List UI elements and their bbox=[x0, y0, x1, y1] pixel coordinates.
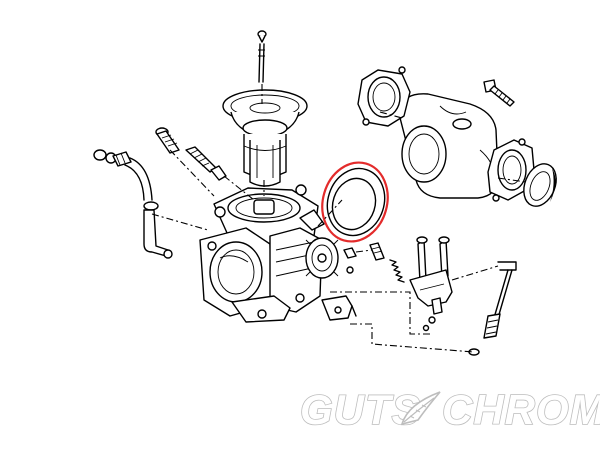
watermark-text-right: CHROME bbox=[442, 386, 600, 433]
throttle-bracket bbox=[321, 295, 357, 321]
leader-lines bbox=[151, 84, 527, 353]
vacuum-slide bbox=[243, 134, 287, 187]
diaphragm-needle bbox=[257, 30, 267, 83]
intake-seal-highlighted bbox=[321, 161, 389, 243]
spring bbox=[389, 259, 405, 283]
feather-icon bbox=[400, 391, 441, 426]
idle-mixture-screw bbox=[185, 146, 227, 181]
manifold-flange-left bbox=[357, 66, 411, 127]
accelerator-pump-assembly bbox=[299, 209, 339, 279]
enrichener-plunger bbox=[369, 242, 385, 261]
manifold-flange-right bbox=[487, 138, 535, 202]
manifold-bolt bbox=[483, 79, 515, 107]
guts-chrome-watermark: GUTS CHROME bbox=[299, 385, 600, 434]
watermark-text-left: GUTS bbox=[300, 386, 421, 433]
manifold-seal-ring bbox=[523, 163, 557, 207]
carburetor-body bbox=[199, 184, 323, 323]
throttle-stop-screw bbox=[155, 127, 180, 154]
choke-cable-linkage bbox=[409, 236, 517, 356]
fuel-hose bbox=[124, 157, 173, 259]
fuel-inlet-fitting bbox=[93, 149, 132, 167]
small-screws bbox=[343, 247, 436, 332]
intake-manifold bbox=[397, 93, 499, 199]
vacuum-diaphragm bbox=[222, 89, 308, 137]
